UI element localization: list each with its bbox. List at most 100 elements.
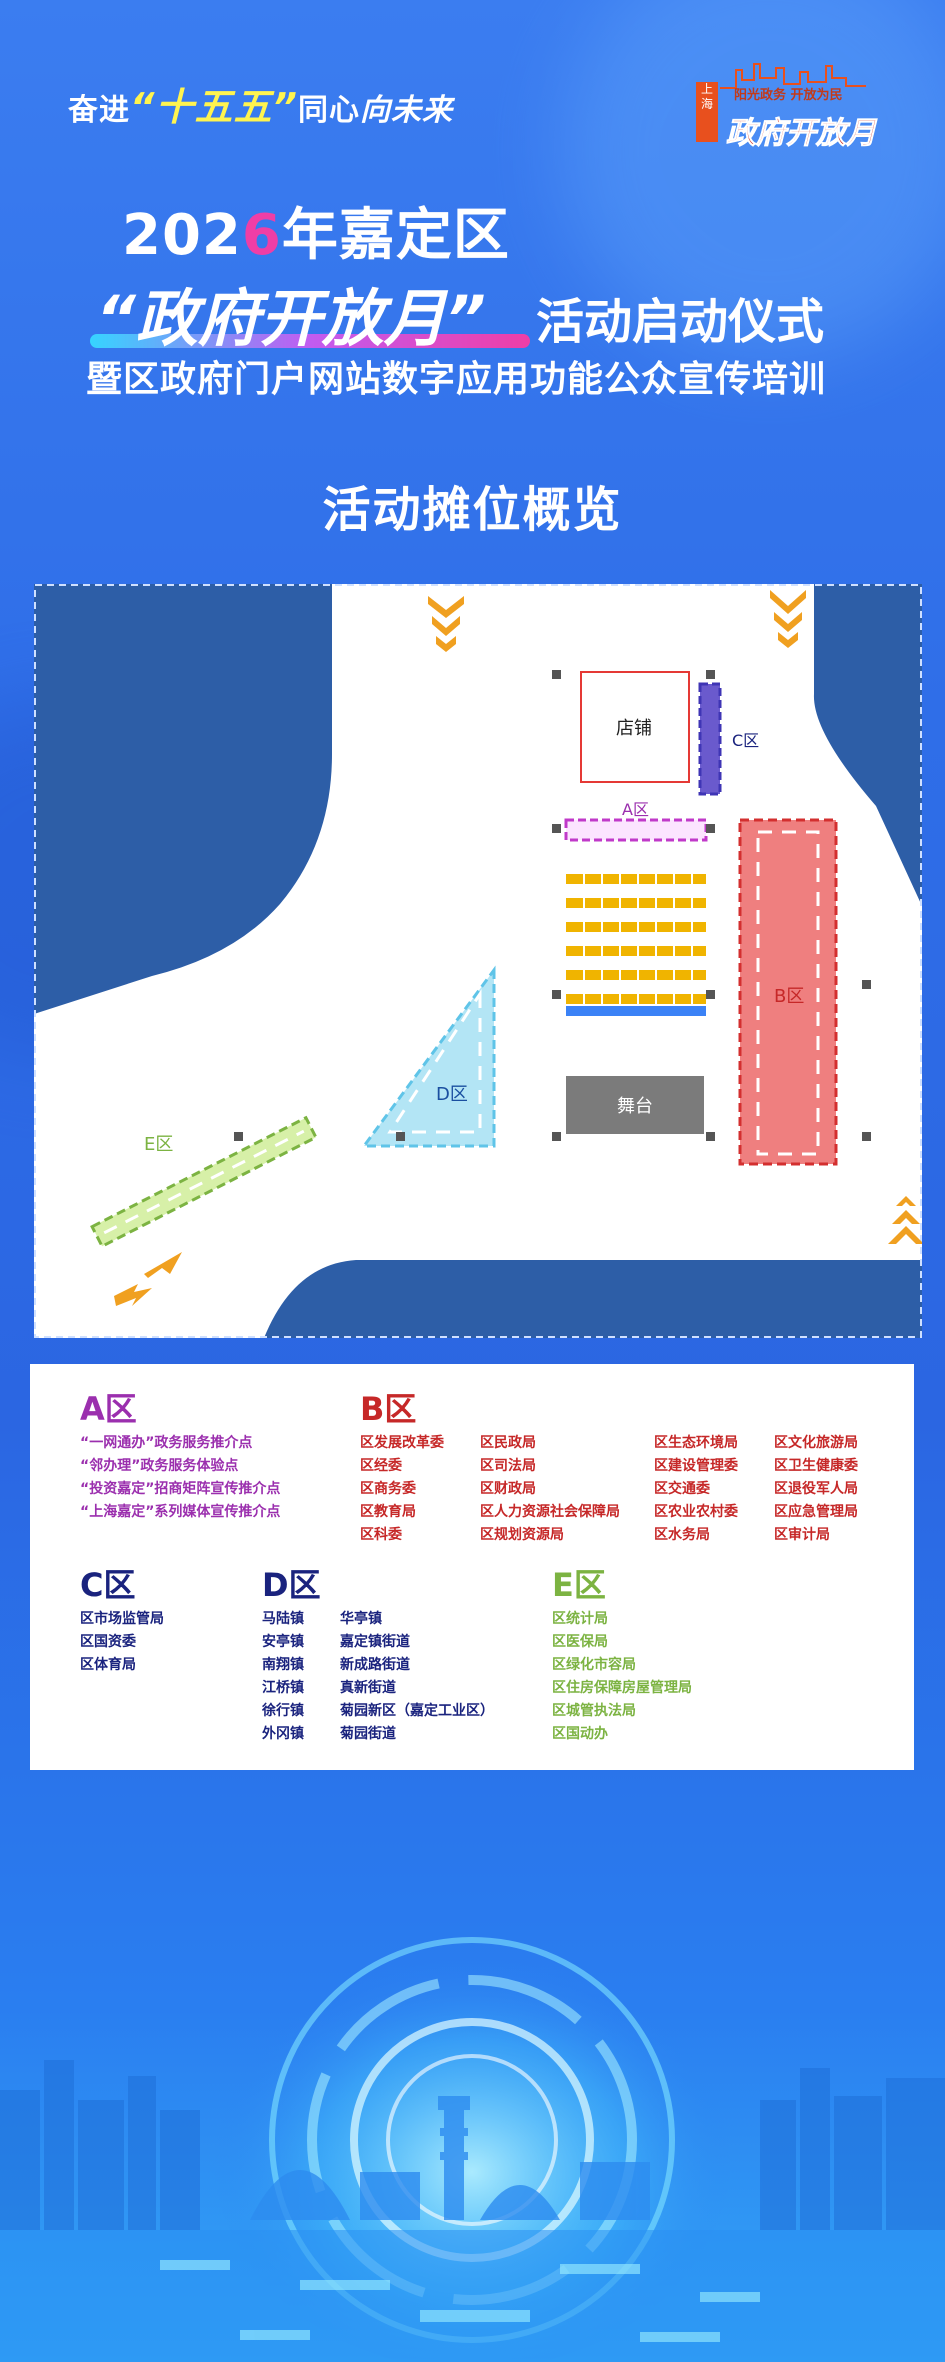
list-item: 马陆镇 xyxy=(262,1611,304,1627)
stage-label: 舞台 xyxy=(617,1096,653,1117)
entrance-arrow-top-right xyxy=(770,590,806,648)
booth-map: 店铺 舞台 A区 B区 C区 D区 E区 xyxy=(34,584,922,1338)
legend-zone-d-col1: 马陆镇 安亭镇 南翔镇 江桥镇 徐行镇 外冈镇 xyxy=(262,1608,304,1746)
title-underline-bar xyxy=(90,334,530,348)
legend-zone-a-list: “一网通办”政务服务推介点 “邻办理”政务服务体验点 “投资嘉定”招商矩阵宣传推… xyxy=(80,1432,280,1524)
title-suffix: 年嘉定区 xyxy=(281,203,510,268)
entrance-arrow-bottom-right xyxy=(888,1196,922,1244)
zone-c-booth xyxy=(698,682,722,796)
list-item: 区商务委 xyxy=(360,1481,416,1497)
title-main-tail: 活动启动仪式 xyxy=(536,294,825,350)
list-item: 外冈镇 xyxy=(262,1726,304,1742)
list-item: 安亭镇 xyxy=(262,1634,304,1650)
road-block-topleft xyxy=(34,584,332,1014)
pillar-markers xyxy=(234,670,871,1141)
road-block-topright xyxy=(813,584,922,906)
zone-a-booth xyxy=(564,818,708,842)
list-item: 区交通委 xyxy=(654,1481,710,1497)
list-item: 区国资委 xyxy=(80,1634,136,1650)
zone-e-map-label: E区 xyxy=(144,1134,174,1155)
list-item: 区医保局 xyxy=(552,1634,608,1650)
map-border xyxy=(34,584,922,1338)
zone-b-map-label: B区 xyxy=(774,986,805,1007)
legend-zone-e-list: 区统计局 区医保局 区绿化市容局 区住房保障房屋管理局 区城管执法局 区国动办 xyxy=(552,1608,692,1746)
legend-panel: A区 “一网通办”政务服务推介点 “邻办理”政务服务体验点 “投资嘉定”招商矩阵… xyxy=(30,1364,914,1770)
legend-zone-d-title: D区 xyxy=(262,1566,321,1604)
slogan-end: 向未来 xyxy=(359,93,453,128)
list-item: 区审计局 xyxy=(774,1527,830,1543)
store-label: 店铺 xyxy=(616,718,652,739)
legend-zone-c-list: 区市场监管局 区国资委 区体育局 xyxy=(80,1608,164,1677)
list-item: 区城管执法局 xyxy=(552,1703,636,1719)
entrance-arrow-bottom-left xyxy=(114,1252,182,1306)
slogan-highlight: “十五五” xyxy=(130,85,298,129)
title-sub: 暨区政府门户网站数字应用功能公众宣传培训 xyxy=(86,359,827,400)
list-item: 嘉定镇街道 xyxy=(340,1634,410,1650)
list-item: 区财政局 xyxy=(480,1481,536,1497)
skyline-icon xyxy=(720,63,866,89)
list-item: 区体育局 xyxy=(80,1657,136,1673)
list-item: 区卫生健康委 xyxy=(774,1458,858,1474)
seating-rows xyxy=(566,874,706,1004)
booth-map-svg xyxy=(34,584,922,1338)
list-item: “邻办理”政务服务体验点 xyxy=(80,1458,239,1474)
zone-c-map-label: C区 xyxy=(732,731,760,750)
legend-zone-b-col1: 区发展改革委 区经委 区商务委 区教育局 区科委 xyxy=(360,1432,444,1547)
store-box xyxy=(580,671,690,783)
list-item: 区文化旅游局 xyxy=(774,1435,858,1451)
slogan-mid: 同心 xyxy=(297,93,360,128)
list-item: 南翔镇 xyxy=(262,1657,304,1673)
seating-front-row xyxy=(566,1006,706,1016)
list-item: 区建设管理委 xyxy=(654,1458,738,1474)
list-item: 区生态环境局 xyxy=(654,1435,738,1451)
list-item: 区农业农村委 xyxy=(654,1504,738,1520)
section-title: 活动摊位概览 xyxy=(322,482,623,538)
list-item: 徐行镇 xyxy=(262,1703,304,1719)
list-item: 区司法局 xyxy=(480,1458,536,1474)
list-item: “上海嘉定”系列媒体宣传推介点 xyxy=(80,1504,281,1520)
legend-zone-b-col3: 区生态环境局 区建设管理委 区交通委 区农业农村委 区水务局 xyxy=(654,1432,738,1547)
logo-tagline: 阳光政务 开放为民 xyxy=(734,88,843,103)
zone-b-booth xyxy=(738,818,838,1166)
list-item: 区经委 xyxy=(360,1458,402,1474)
title-main: “政府开放月” xyxy=(96,282,486,355)
list-item: 区民政局 xyxy=(480,1435,536,1451)
legend-zone-d-col2: 华亭镇 嘉定镇街道 新成路街道 真新街道 菊园新区（嘉定工业区） 菊园街道 xyxy=(340,1608,494,1746)
title-year-line: 2026年嘉定区 xyxy=(122,190,510,271)
zone-a-map-label: A区 xyxy=(622,800,649,819)
legend-zone-b-col4: 区文化旅游局 区卫生健康委 区退役军人局 区应急管理局 区审计局 xyxy=(774,1432,858,1547)
list-item: “投资嘉定”招商矩阵宣传推介点 xyxy=(80,1481,281,1497)
list-item: 区应急管理局 xyxy=(774,1504,858,1520)
zone-d-map-label: D区 xyxy=(436,1084,468,1105)
title-year-b: 6 xyxy=(241,203,282,268)
list-item: 区规划资源局 xyxy=(480,1527,564,1543)
list-item: 区人力资源社会保障局 xyxy=(480,1504,620,1520)
title-year-a: 202 xyxy=(122,203,242,268)
zone-b-inner xyxy=(756,830,820,1156)
list-item: 区住房保障房屋管理局 xyxy=(552,1680,692,1696)
bg-glow-top xyxy=(560,0,945,360)
list-item: 区教育局 xyxy=(360,1504,416,1520)
list-item: 区科委 xyxy=(360,1527,402,1543)
legend-zone-a-title: A区 xyxy=(80,1390,137,1428)
list-item: 区统计局 xyxy=(552,1611,608,1627)
slogan-prefix: 奋进 xyxy=(68,93,130,128)
list-item: 区发展改革委 xyxy=(360,1435,444,1451)
legend-zone-b-title: B区 xyxy=(360,1390,417,1428)
logo-title: 政府开放月 xyxy=(726,116,877,152)
list-item: 区国动办 xyxy=(552,1726,608,1742)
list-item: “一网通办”政务服务推介点 xyxy=(80,1435,253,1451)
entrance-arrow-top-left xyxy=(428,596,464,652)
logo-side-badge: 上海 xyxy=(696,82,718,142)
open-month-logo: 上海 阳光政务 开放为民 政府开放月 xyxy=(696,58,877,152)
city-portal-decoration xyxy=(0,1930,945,2362)
list-item: 新成路街道 xyxy=(340,1657,410,1673)
stage-box xyxy=(566,1076,704,1134)
zone-d-booth xyxy=(361,965,496,1148)
list-item: 菊园街道 xyxy=(340,1726,396,1742)
list-item: 区退役军人局 xyxy=(774,1481,858,1497)
legend-zone-b-col2: 区民政局 区司法局 区财政局 区人力资源社会保障局 区规划资源局 xyxy=(480,1432,620,1547)
list-item: 江桥镇 xyxy=(262,1680,304,1696)
legend-zone-c-title: C区 xyxy=(80,1566,136,1604)
